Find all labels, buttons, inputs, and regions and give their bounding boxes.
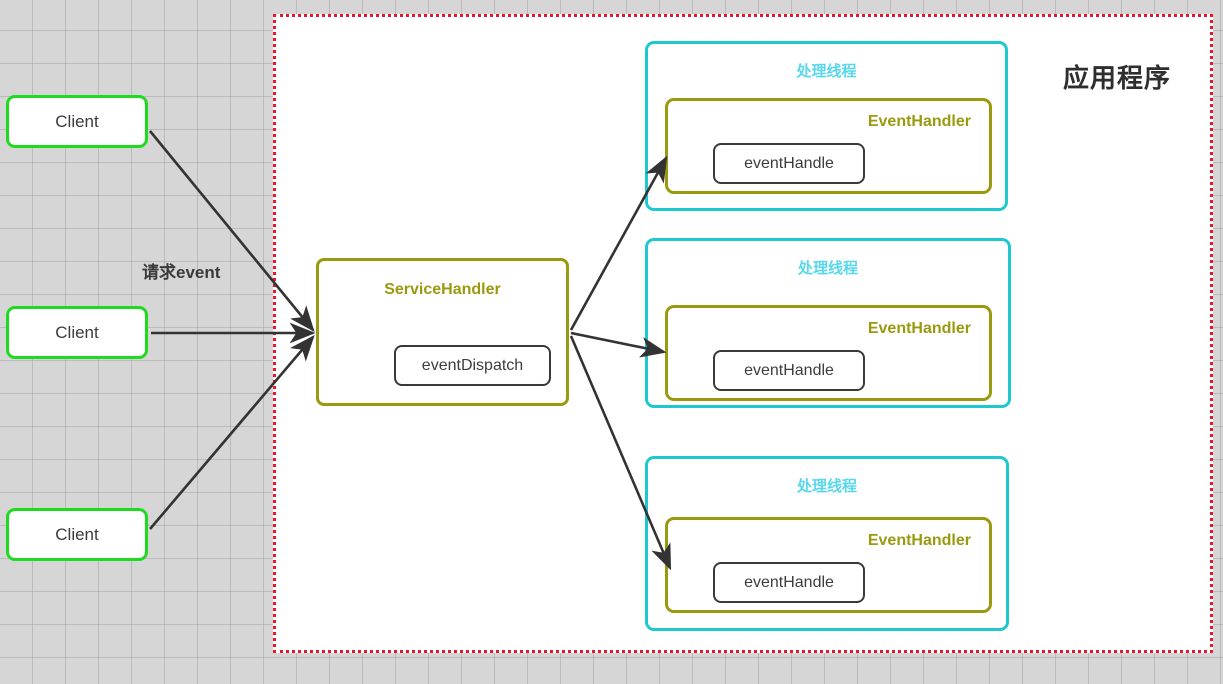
client-box-1[interactable]: Client	[6, 95, 148, 148]
event-handler-title-3: EventHandler	[867, 532, 971, 549]
worker-thread-title-2: 处理线程	[797, 260, 858, 277]
client-label-1: Client	[55, 111, 99, 131]
event-handler-box-2[interactable]: EventHandler eventHandle	[665, 305, 992, 401]
event-handler-box-3[interactable]: EventHandler eventHandle	[665, 517, 992, 613]
event-handler-box-1[interactable]: EventHandler eventHandle	[665, 98, 992, 194]
service-handler-title: ServiceHandler	[384, 281, 501, 298]
worker-thread-title-3: 处理线程	[796, 478, 857, 495]
application-title: 应用程序	[1063, 63, 1172, 93]
client-label-2: Client	[55, 322, 99, 342]
event-handle-label-2: eventHandle	[744, 361, 834, 379]
event-handle-box-2[interactable]: eventHandle	[713, 350, 865, 391]
event-handle-box-3[interactable]: eventHandle	[713, 562, 865, 603]
worker-thread-title-1: 处理线程	[796, 63, 857, 80]
event-dispatch-box[interactable]: eventDispatch	[394, 345, 551, 386]
event-dispatch-label: eventDispatch	[421, 356, 524, 374]
service-handler-box[interactable]: ServiceHandler eventDispatch	[316, 258, 569, 406]
event-handler-title-1: EventHandler	[867, 113, 971, 130]
client-box-3[interactable]: Client	[6, 508, 148, 561]
client-label-3: Client	[55, 524, 99, 544]
event-handle-label-3: eventHandle	[744, 573, 834, 591]
event-handler-title-2: EventHandler	[867, 320, 971, 337]
event-handle-label-1: eventHandle	[744, 154, 834, 172]
request-event-label: 请求event	[142, 263, 221, 282]
client-box-2[interactable]: Client	[6, 306, 148, 359]
event-handle-box-1[interactable]: eventHandle	[713, 143, 865, 184]
